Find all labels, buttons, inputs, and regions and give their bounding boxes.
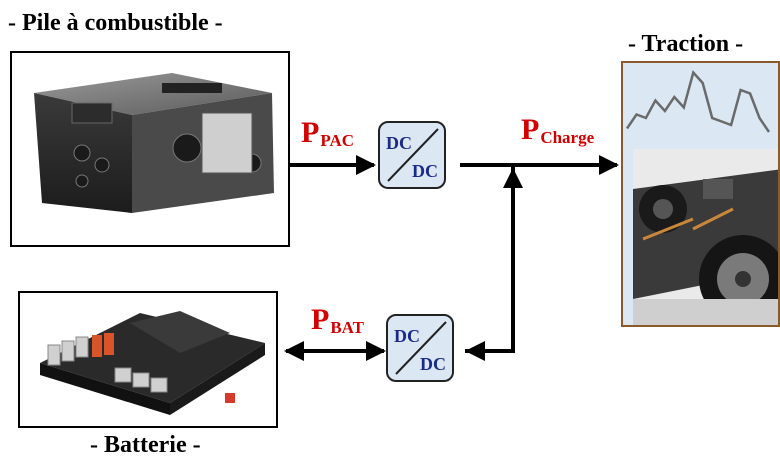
traction-power-profile (625, 69, 771, 133)
converter-input-label: DC (386, 133, 412, 153)
traction-title: - Traction - (628, 31, 744, 57)
converter-diagonal (387, 128, 439, 182)
p-bat-label: PBAT (311, 303, 364, 337)
p-bat-symbol: P (311, 303, 330, 336)
car-chassis-drawing (633, 149, 778, 325)
fuel-cell-drawing (34, 73, 274, 213)
p-pac-subscript: PAC (320, 131, 355, 150)
converter-input-label: DC (394, 326, 420, 346)
p-bat-subscript: BAT (330, 318, 365, 337)
battery-drawing (40, 311, 265, 415)
converter-output-label: DC (420, 354, 446, 374)
battery-image (18, 291, 278, 428)
p-charge-subscript: Charge (540, 128, 595, 147)
p-pac-label: PPAC (301, 116, 354, 150)
p-pac-symbol: P (301, 116, 320, 149)
converter-diagonal (395, 321, 447, 375)
traction-panel (621, 61, 780, 327)
dc-dc-converter-fuel-cell: DC DC (378, 121, 446, 189)
p-charge-symbol: P (521, 113, 540, 146)
fuel-cell-image (10, 51, 290, 247)
battery-title: - Batterie - (90, 432, 201, 458)
converter-output-label: DC (412, 161, 438, 181)
fuel-cell-title: - Pile à combustible - (8, 10, 223, 36)
p-charge-label: PCharge (521, 113, 594, 147)
dc-dc-converter-battery: DC DC (386, 314, 454, 382)
car-chassis-image (633, 149, 778, 325)
battery-bus-line (465, 164, 515, 353)
